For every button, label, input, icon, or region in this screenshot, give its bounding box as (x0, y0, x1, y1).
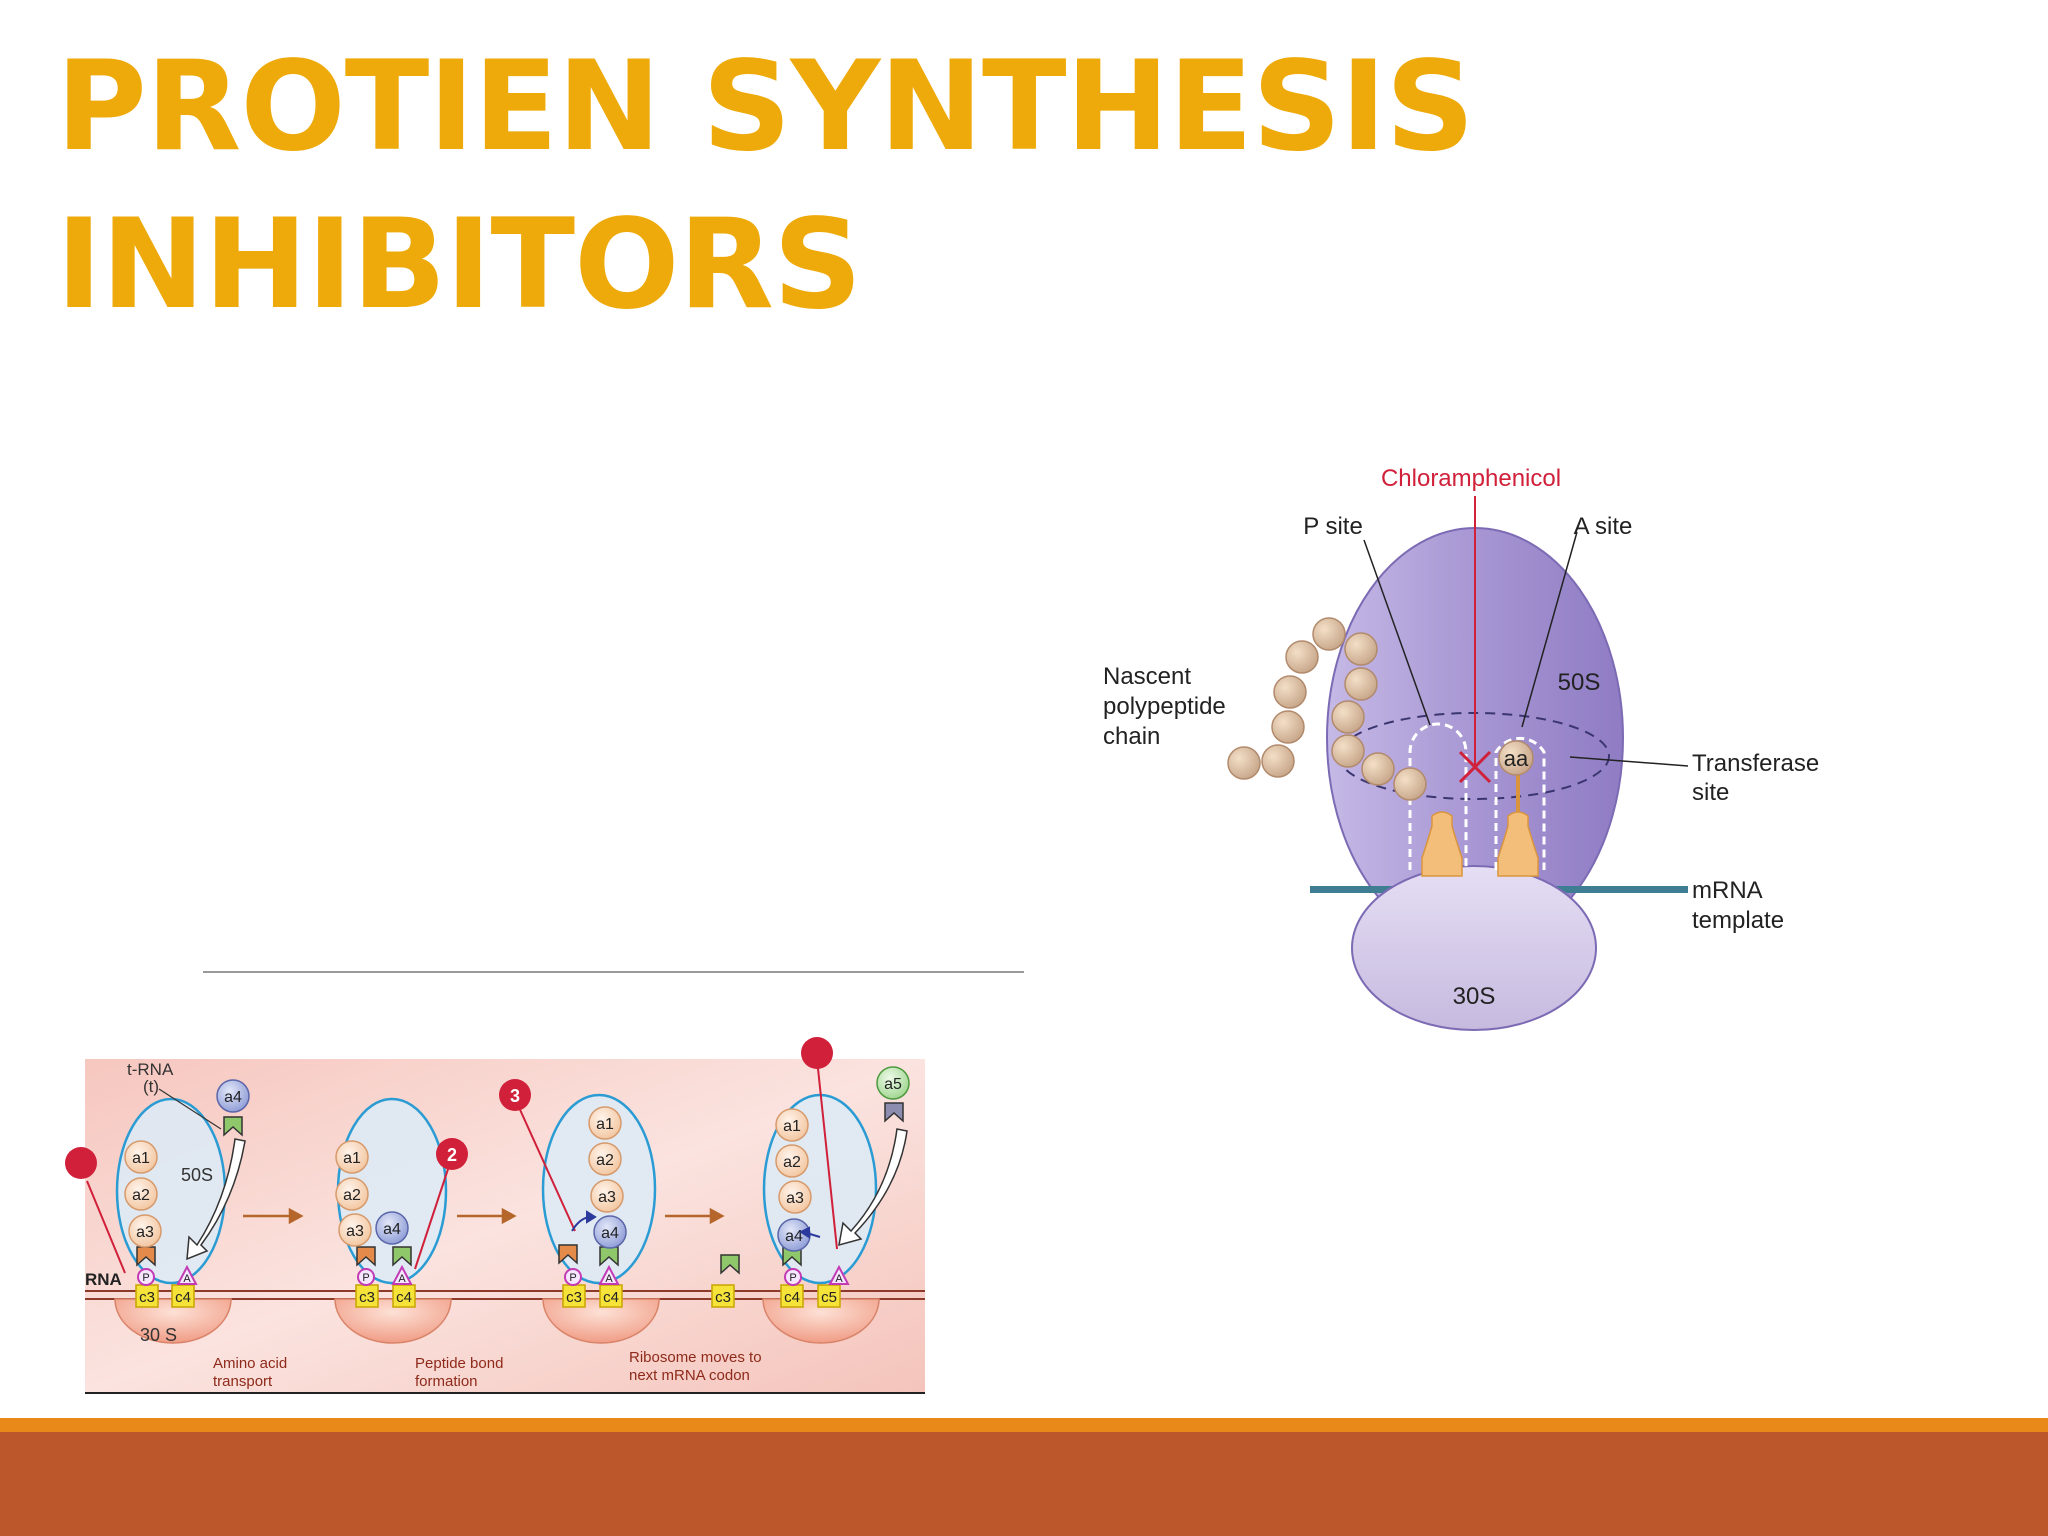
transferase-label-2: site (1692, 779, 1729, 806)
codon-label: c4 (784, 1289, 800, 1306)
small-subunits (114, 1298, 880, 1344)
p-label: P (362, 1272, 369, 1284)
site-marker-labels: P A P A P A P A (142, 1272, 843, 1285)
trna-label-2: (t) (143, 1077, 159, 1096)
bead-label: a2 (783, 1154, 801, 1171)
p-label: P (569, 1272, 576, 1284)
p-label: P (789, 1272, 796, 1284)
step-marker-lines (86, 1058, 838, 1274)
bead-label: a4 (785, 1228, 803, 1245)
trna-label-1: t-RNA (127, 1060, 174, 1079)
caption-ribosome-moves-1: Ribosome moves to (629, 1349, 762, 1366)
bead-label: a1 (132, 1150, 150, 1167)
chloramphenicol-label: Chloramphenicol (1381, 465, 1561, 492)
trna-pointer (158, 1088, 222, 1130)
large-subunit-label: 50S (1558, 669, 1601, 696)
peach-beads (124, 1106, 812, 1248)
step-2-label: 2 (447, 1145, 457, 1165)
a-label: A (835, 1273, 843, 1285)
p-site-pocket (1408, 722, 1468, 870)
step-3-label: 3 (510, 1086, 520, 1106)
caption-amino-acid-transport-2: transport (213, 1373, 273, 1390)
codon-label: c5 (821, 1289, 837, 1306)
site-markers (137, 1264, 850, 1286)
a-label: A (398, 1273, 406, 1285)
translocation-arrows (571, 1210, 821, 1239)
a-label: A (183, 1273, 191, 1285)
large-subunit-label-left: 50S (181, 1165, 213, 1185)
p-label: P (142, 1272, 149, 1284)
amino-acid-label: aa (1504, 746, 1529, 771)
nascent-label-3: chain (1103, 723, 1160, 750)
transferase-pointer (1569, 756, 1689, 767)
step-arrows (243, 1207, 725, 1225)
bead-label: a4 (224, 1089, 242, 1106)
step-marker-3-icon (499, 1079, 531, 1111)
white-arrows (186, 1128, 908, 1261)
small-subunit-30s (1351, 865, 1597, 1031)
nascent-polypeptide-beads (1227, 617, 1427, 801)
bead-label: a3 (786, 1190, 804, 1207)
bead-label: a3 (346, 1223, 364, 1240)
bead-label: a1 (343, 1150, 361, 1167)
nascent-label-1: Nascent (1103, 663, 1191, 690)
codon-labels: c3 c4 c3 c4 c3 c4 c3 c4 c5 (139, 1289, 837, 1306)
codon-label: c3 (359, 1289, 375, 1306)
mrna-label-left: RNA (85, 1270, 122, 1289)
bead-label: a3 (598, 1189, 616, 1206)
step-marker-4-icon (801, 1037, 833, 1069)
trna-chevrons (136, 1102, 904, 1275)
transferase-label-1: Transferase (1692, 750, 1819, 777)
bead-label: a4 (601, 1225, 619, 1242)
blue-beads (216, 1079, 811, 1252)
bead-label: a3 (136, 1224, 154, 1241)
mrna-label-1: mRNA (1692, 877, 1763, 904)
slide-title: PROTIEN SYNTHESIS INHIBITORS (56, 28, 1475, 344)
ribosome-chloramphenicol-diagram: aa Chloramphenicol P site A site Nascent… (1103, 465, 1819, 1031)
a-label: A (605, 1273, 613, 1285)
codon-label: c4 (603, 1289, 619, 1306)
bead-label: a1 (596, 1116, 614, 1133)
caption-ribosome-moves-2: next mRNA codon (629, 1367, 750, 1384)
a-site-pocket (1494, 736, 1546, 870)
translation-steps-diagram: c3 c4 c3 c4 c3 c4 c3 c4 c5 P A P A P A P… (65, 1037, 925, 1394)
caption-peptide-bond-2: formation (415, 1373, 478, 1390)
bead-label: a5 (884, 1076, 902, 1093)
slide-title-line-2: INHIBITORS (56, 193, 862, 337)
codon-label: c3 (566, 1289, 582, 1306)
mrna-label-2: template (1692, 907, 1784, 934)
p-site-pointer (1363, 539, 1431, 726)
codon-boxes (135, 1284, 841, 1308)
caption-peptide-bond-1: Peptide bond (415, 1355, 503, 1372)
a-site-pointer (1521, 531, 1578, 728)
codon-label: c3 (715, 1289, 731, 1306)
slide-title-line-1: PROTIEN SYNTHESIS (56, 35, 1475, 179)
a-site-trna (1497, 811, 1539, 877)
amino-acid-bead (1498, 740, 1534, 776)
bead-label: a1 (783, 1118, 801, 1135)
p-site-label: P site (1303, 513, 1363, 540)
footer-bar (0, 1432, 2048, 1536)
small-subunit-label-left: 30 S (140, 1325, 177, 1345)
bead-label: a2 (596, 1152, 614, 1169)
bead-label: a2 (132, 1187, 150, 1204)
footer-accent-bar (0, 1418, 2048, 1432)
bead-label: a4 (383, 1221, 401, 1238)
step-marker-1-icon (65, 1147, 97, 1179)
step-marker-2-icon (436, 1138, 468, 1170)
small-subunit-label: 30S (1453, 983, 1496, 1010)
codon-label: c4 (175, 1289, 191, 1306)
divider-line (203, 971, 1024, 973)
inhibition-x-icon (1458, 750, 1492, 784)
bead-label: a2 (343, 1187, 361, 1204)
codon-label: c3 (139, 1289, 155, 1306)
caption-amino-acid-transport-1: Amino acid (213, 1355, 287, 1372)
codon-label: c4 (396, 1289, 412, 1306)
bead-labels: a1 a2 a3 a4 a1 a2 a3 a4 a1 a2 a3 a4 a1 a… (132, 1076, 902, 1245)
p-site-trna (1421, 811, 1463, 877)
a-site-label: A site (1574, 513, 1633, 540)
nascent-label-2: polypeptide (1103, 693, 1226, 720)
green-bead (876, 1066, 910, 1100)
